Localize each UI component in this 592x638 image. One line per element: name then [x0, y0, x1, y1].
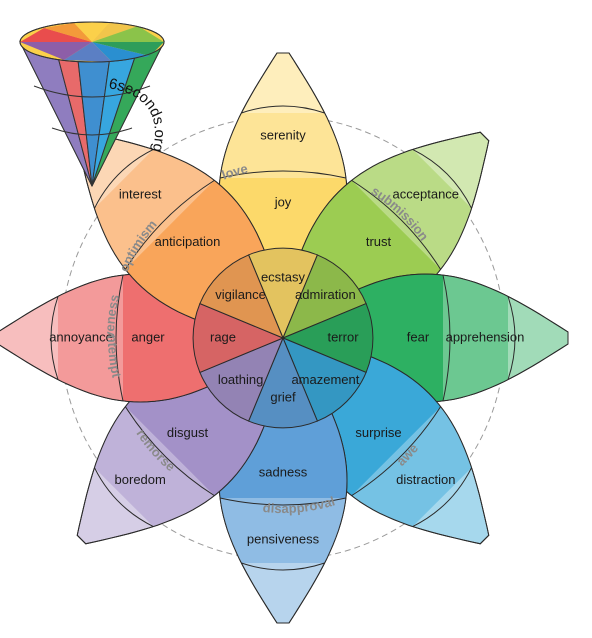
emotion-loathing: loathing	[218, 372, 264, 387]
cone-logo-icon	[19, 21, 165, 188]
emotion-apprehension: apprehension	[446, 329, 525, 344]
petal-divider	[507, 296, 516, 380]
petal-divider	[94, 467, 154, 527]
petal-divider	[412, 467, 472, 527]
emotion-interest: interest	[119, 187, 162, 202]
petal-divider	[124, 179, 215, 270]
emotion-disgust: disgust	[167, 425, 209, 440]
emotion-pensiveness: pensiveness	[247, 531, 320, 546]
emotion-grief: grief	[270, 389, 296, 404]
core-trust	[282, 254, 367, 339]
emotion-sadness: sadness	[259, 464, 308, 479]
emotion-anticipation: anticipation	[155, 234, 221, 249]
core-fear	[281, 302, 374, 374]
emotion-admiration: admiration	[295, 287, 356, 302]
emotion-ecstasy: ecstasy	[261, 269, 306, 284]
petal-divider	[50, 296, 59, 380]
dyad-love: love	[220, 161, 249, 183]
petal-band-mild-anger	[58, 274, 123, 402]
core-anger	[192, 302, 285, 374]
petal-divider	[351, 406, 442, 497]
petal-divider	[241, 562, 325, 571]
emotion-trust: trust	[366, 234, 392, 249]
emotion-acceptance: acceptance	[393, 187, 460, 202]
petal-divider	[94, 149, 154, 209]
petal-band-mild-fear	[443, 274, 508, 402]
emotion-vigilance: vigilance	[215, 287, 266, 302]
petal-divider	[115, 274, 124, 402]
core-sadness	[247, 336, 319, 429]
core-joy	[247, 247, 319, 340]
emotion-fear: fear	[407, 329, 430, 344]
petal-divider	[241, 105, 325, 114]
petal-band-mild-sadness	[219, 498, 347, 563]
petal-divider	[351, 179, 442, 270]
emotion-serenity: serenity	[260, 127, 306, 142]
core-anticipation	[199, 254, 284, 339]
emotion-terror: terror	[327, 329, 359, 344]
emotion-boredom: boredom	[115, 472, 166, 487]
emotion-surprise: surprise	[355, 425, 401, 440]
petal-divider	[219, 497, 347, 506]
emotion-amazement: amazement	[291, 372, 359, 387]
emotion-joy: joy	[274, 194, 292, 209]
core-surprise	[282, 337, 367, 422]
emotion-annoyance: annoyance	[49, 329, 113, 344]
petal-divider	[124, 406, 215, 497]
petal-divider	[219, 170, 347, 179]
petal-divider	[412, 149, 472, 209]
emotion-anger: anger	[131, 329, 165, 344]
petal-band-mild-joy	[219, 113, 347, 178]
emotion-rage: rage	[210, 329, 236, 344]
core-disgust	[199, 337, 284, 422]
emotion-distraction: distraction	[396, 472, 455, 487]
petal-divider	[442, 274, 451, 402]
